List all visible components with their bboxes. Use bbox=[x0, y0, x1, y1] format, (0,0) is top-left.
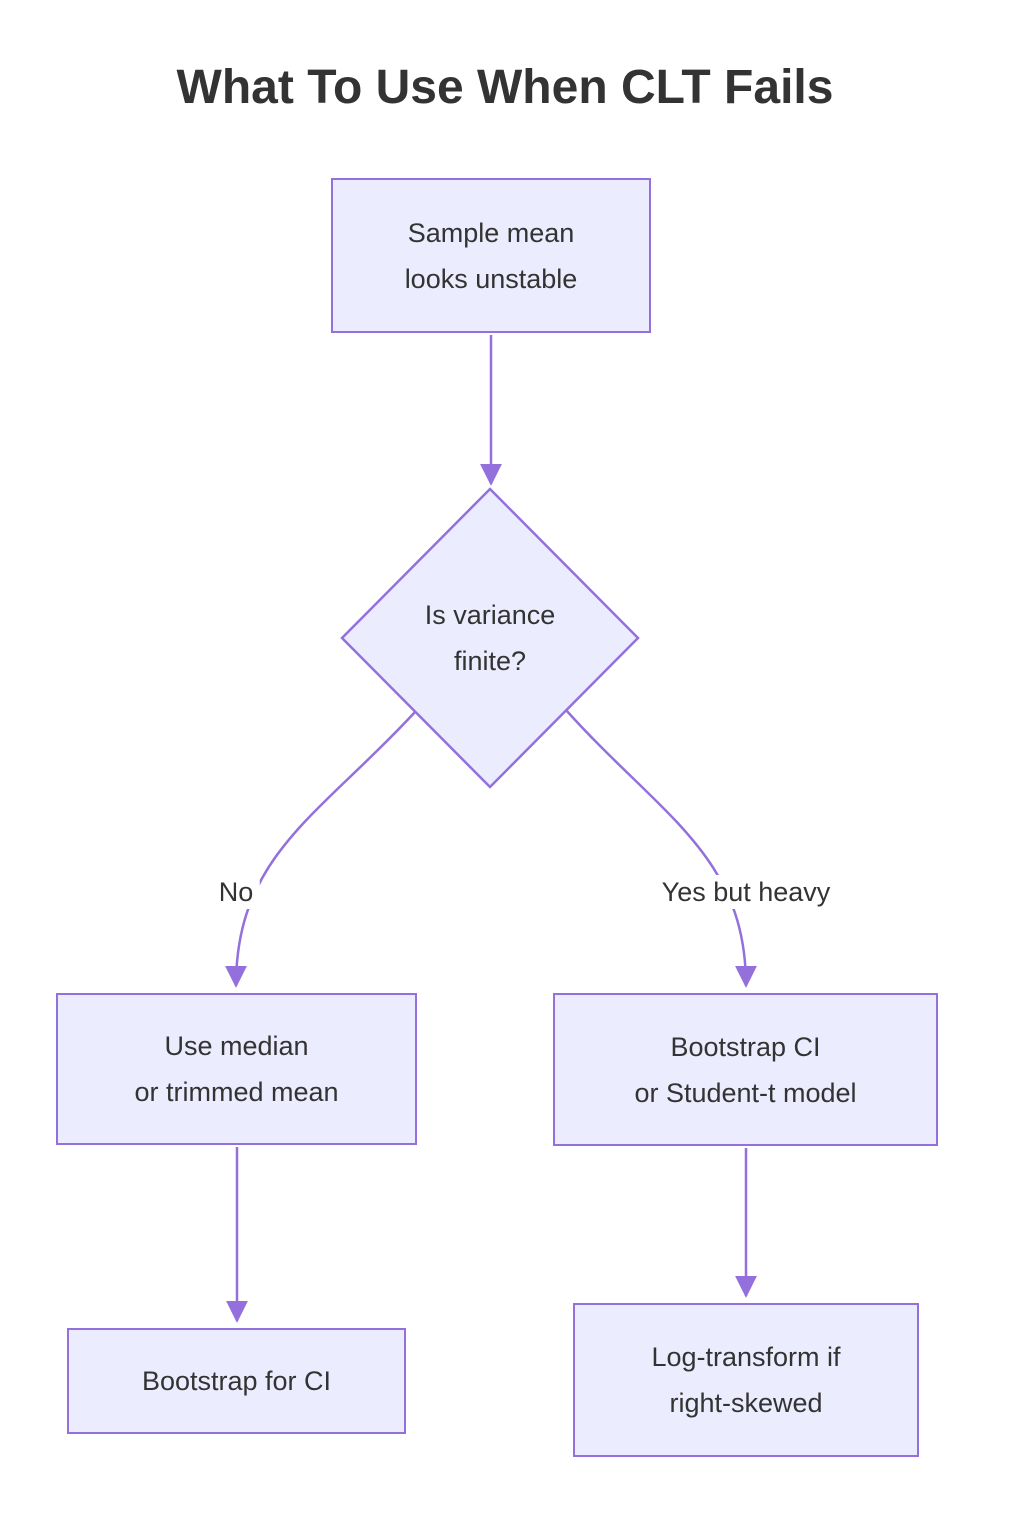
edge-label-yes-but-heavy: Yes but heavy bbox=[655, 875, 837, 909]
node-bootstrap-ci: Bootstrap CI or Student-t model bbox=[553, 993, 938, 1146]
node-sample-mean: Sample mean looks unstable bbox=[331, 178, 651, 333]
diagram-title: What To Use When CLT Fails bbox=[176, 61, 834, 114]
node-is-variance-finite-label: Is variance finite? bbox=[424, 600, 556, 676]
edge-variance-to-bootstrap-ci bbox=[565, 709, 757, 988]
edge-label-no: No bbox=[212, 875, 260, 909]
node-use-median: Use median or trimmed mean bbox=[56, 993, 417, 1145]
node-bootstrap-for-ci: Bootstrap for CI bbox=[67, 1328, 406, 1434]
edge-variance-to-median bbox=[225, 711, 416, 988]
decision-node-shape bbox=[340, 487, 640, 789]
node-log-transform: Log-transform if right-skewed bbox=[573, 1303, 919, 1457]
